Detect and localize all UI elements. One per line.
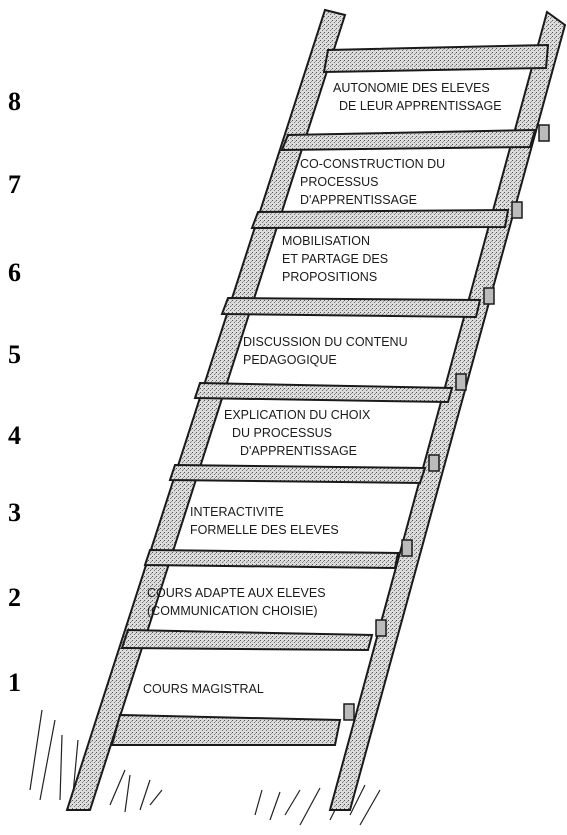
ladder-rung-4 xyxy=(168,463,427,485)
rung-label-line: (COMMUNICATION CHOISIE) xyxy=(147,604,318,618)
rung-label-2: COURS ADAPTE AUX ELEVES (COMMUNICATION CH… xyxy=(147,584,326,620)
level-number-1: 1 xyxy=(8,668,21,697)
rung-label-5: DISCUSSION DU CONTENU PEDAGOGIQUE xyxy=(243,333,408,369)
ladder-rung-6 xyxy=(220,296,482,319)
level-number-6: 6 xyxy=(8,258,21,287)
rung-label-line: PROPOSITIONS xyxy=(282,270,378,284)
grass-left xyxy=(29,709,163,813)
rung-label-line: MOBILISATION xyxy=(282,234,370,248)
rung-label-7: CO-CONSTRUCTION DU PROCESSUS D'APPRENTISSA… xyxy=(300,155,445,209)
level-number-5: 5 xyxy=(8,340,21,369)
rung-label-line: PROCESSUS xyxy=(300,175,379,189)
rung-label-4: EXPLICATION DU CHOIX DU PROCESSUS D'APPREN… xyxy=(224,406,370,460)
ladder-rung-1 xyxy=(110,713,342,746)
level-number-7: 7 xyxy=(8,170,21,199)
level-number-8: 8 xyxy=(8,87,21,116)
ladder-rung-8 xyxy=(280,128,537,152)
rung-label-line: INTERACTIVITE xyxy=(190,505,284,519)
rung-label-6: MOBILISATION ET PARTAGE DES PROPOSITIONS xyxy=(282,232,388,286)
rail-notch-3 xyxy=(401,539,413,557)
rail-notch-5 xyxy=(455,373,467,391)
ladder-top-bar xyxy=(322,43,550,74)
rung-label-line: CO-CONSTRUCTION DU xyxy=(300,157,446,171)
rail-notch-4 xyxy=(428,454,440,472)
rung-label-line: EXPLICATION DU CHOIX xyxy=(224,408,371,422)
rung-label-line: D'APPRENTISSAGE xyxy=(300,193,417,207)
rung-label-3: INTERACTIVITE FORMELLE DES ELEVES xyxy=(190,503,339,539)
rung-label-line: ET PARTAGE DES xyxy=(282,252,389,266)
level-number-3: 3 xyxy=(8,498,21,527)
rung-label-line: PEDAGOGIQUE xyxy=(243,353,337,367)
rail-notch-7 xyxy=(511,201,523,219)
ladder-rung-7 xyxy=(250,208,510,230)
rung-label-line: COURS MAGISTRAL xyxy=(143,682,264,696)
rung-label-8: AUTONOMIE DES ELEVES DE LEUR APPRENTISSAG… xyxy=(333,79,502,115)
left-rail xyxy=(65,8,347,811)
grass-right xyxy=(254,784,381,826)
rung-label-line: FORMELLE DES ELEVES xyxy=(190,523,339,537)
rail-notch-1 xyxy=(343,703,355,721)
rail-notch-8 xyxy=(538,124,550,142)
rung-label-line: DISCUSSION DU CONTENU xyxy=(243,335,408,349)
rung-label-line: AUTONOMIE DES ELEVES xyxy=(333,81,490,95)
rail-notch-2 xyxy=(375,619,387,637)
rung-label-line: DE LEUR APPRENTISSAGE xyxy=(339,99,502,113)
level-number-2: 2 xyxy=(8,583,21,612)
ladder-rung-3 xyxy=(143,548,400,570)
rung-label-1: COURS MAGISTRAL xyxy=(143,680,264,698)
ladder-rung-2 xyxy=(120,628,374,652)
rung-label-line: DU PROCESSUS xyxy=(232,426,333,440)
rail-notch-6 xyxy=(483,287,495,305)
rung-label-line: COURS ADAPTE AUX ELEVES xyxy=(147,586,326,600)
level-number-4: 4 xyxy=(8,421,21,450)
ladder-rungs xyxy=(110,43,550,746)
rung-label-line: D'APPRENTISSAGE xyxy=(240,444,357,458)
ladder-rung-5 xyxy=(193,381,454,404)
